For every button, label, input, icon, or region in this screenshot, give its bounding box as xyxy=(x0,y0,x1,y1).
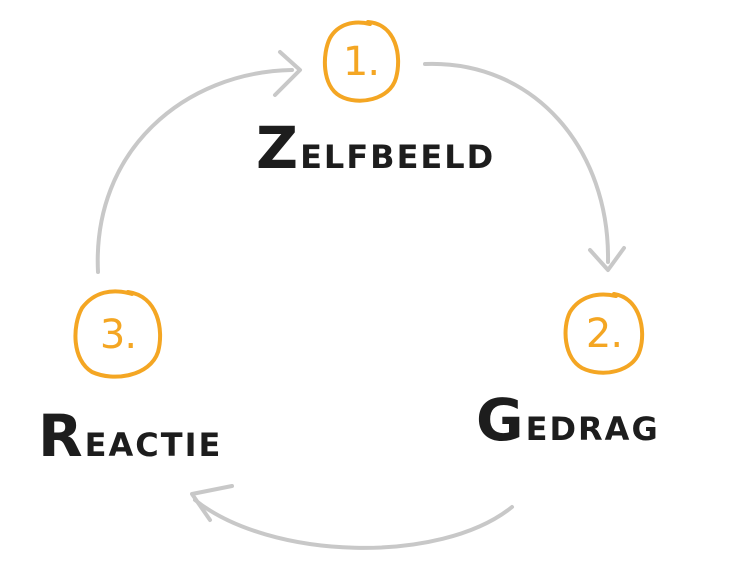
step-2-badge: 2. xyxy=(558,288,650,380)
arrow-1-to-2 xyxy=(423,61,611,264)
arrowhead-1-to-2 xyxy=(588,246,626,272)
arrow-3-to-1 xyxy=(95,68,294,274)
step-1-number: 1. xyxy=(342,39,380,85)
step-1-label: Zelfbeeld xyxy=(256,114,496,182)
circle-icon xyxy=(322,20,401,103)
arrowhead-3-to-1 xyxy=(273,50,302,97)
arrowhead-2-to-3 xyxy=(190,484,234,522)
step-3-number: 3. xyxy=(99,312,137,358)
step-3-badge: 3. xyxy=(68,286,168,384)
step-2-number: 2. xyxy=(585,311,623,357)
step-1-badge: 1. xyxy=(318,16,404,108)
arrow-2-to-3 xyxy=(193,498,514,550)
step-3-label: Reactie xyxy=(38,402,223,470)
circle-icon xyxy=(563,292,645,375)
circle-icon xyxy=(73,289,163,379)
step-2-label: Gedrag xyxy=(476,386,660,454)
